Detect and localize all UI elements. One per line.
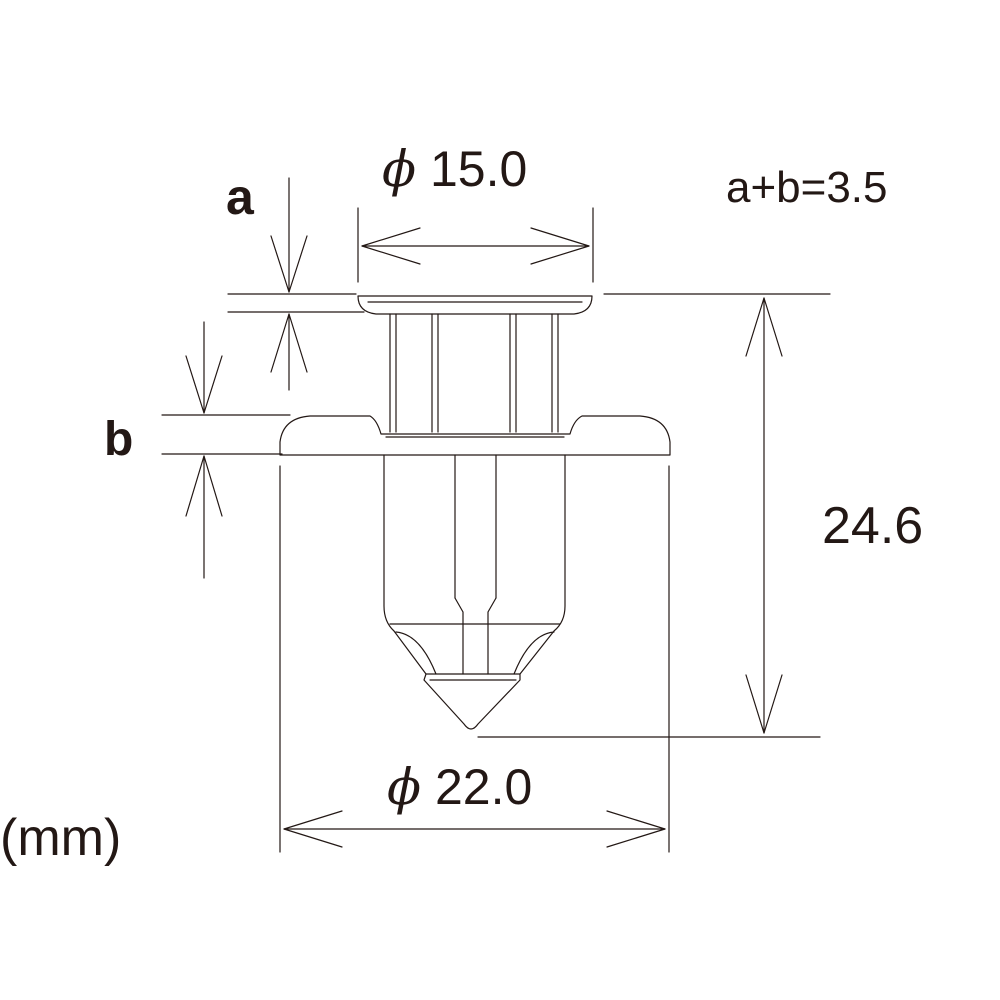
dimension-dia-bottom [279, 465, 670, 853]
flange [279, 415, 671, 456]
thickness-formula-label: a+b=3.5 [726, 163, 888, 212]
unit-label: (mm) [0, 809, 122, 867]
diameter-bottom-value: 22.0 [435, 759, 533, 815]
pin-head [357, 295, 593, 315]
rivet-body [383, 454, 566, 730]
dimension-a-label: a [226, 169, 254, 225]
phi-symbol: ϕ [382, 140, 417, 198]
dimension-a [227, 177, 365, 391]
pin-shaft [389, 313, 559, 433]
dimension-height [477, 293, 831, 738]
diameter-bottom-label: ϕ 22.0 [387, 762, 532, 812]
height-label: 24.6 [822, 497, 924, 555]
diameter-top-label: ϕ 15.0 [382, 144, 527, 194]
dimension-b [161, 321, 291, 579]
dimension-b-label: b [104, 413, 134, 466]
dimension-dia-top [357, 207, 594, 283]
diameter-top-value: 15.0 [430, 141, 528, 197]
phi-symbol: ϕ [387, 758, 422, 816]
